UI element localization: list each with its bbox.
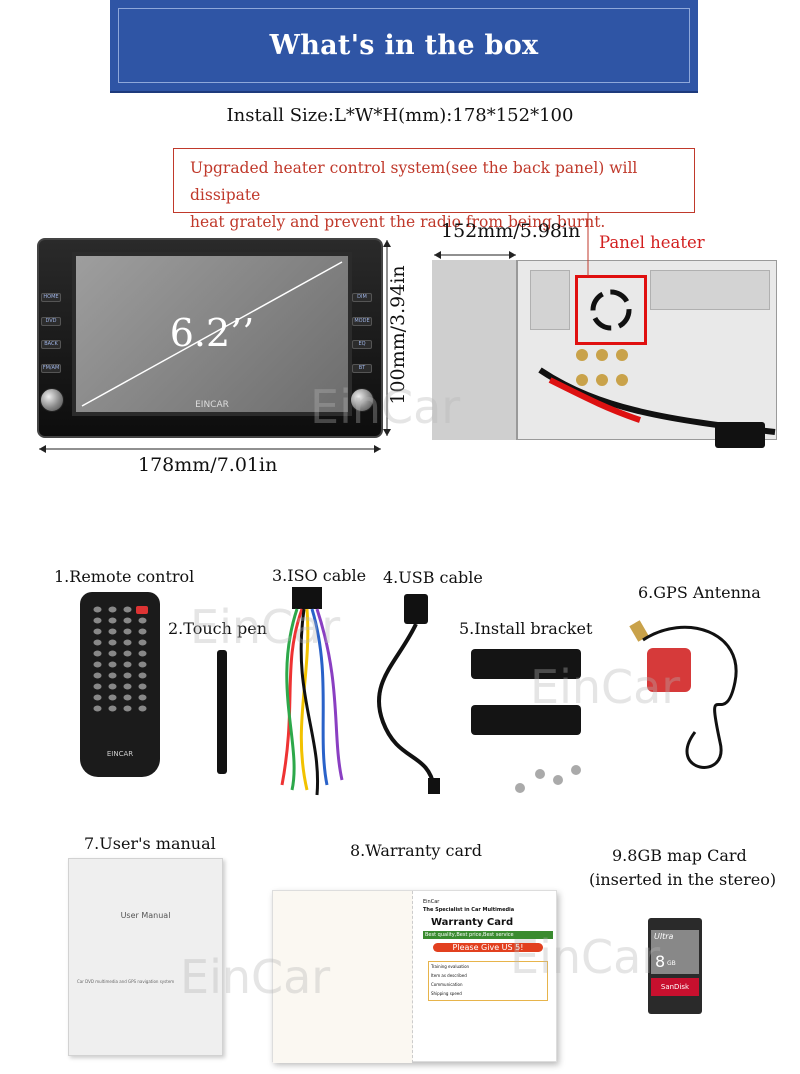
iso-cable (280, 587, 344, 796)
depth-label: 152mm/5.98in (441, 220, 581, 242)
head-unit-screen: 6.2’’ EINCAR (72, 252, 352, 416)
rca-cables (538, 349, 776, 448)
sd-line: Ultra (654, 932, 674, 941)
warranty-row: Shipping speed (431, 991, 462, 996)
width-label: 178mm/7.01in (138, 454, 278, 476)
panel-heater-highlight (575, 275, 647, 345)
heater-notice: Upgraded heater control system(see the b… (173, 148, 695, 231)
fan-icon (590, 289, 632, 331)
sd-unit: GB (667, 960, 676, 967)
width-dimension-line (39, 445, 381, 453)
gps-antenna (629, 620, 738, 769)
heater-pointer-line (587, 212, 589, 276)
caption-manual: 7.User's manual (84, 834, 216, 853)
caption-pen: 2.Touch pen (168, 619, 267, 638)
eq-button[interactable]: EQ (352, 340, 372, 349)
watermark: EinCar (510, 930, 661, 984)
warranty-card-title: Warranty Card (431, 917, 514, 928)
remote-keypad (90, 604, 150, 714)
caption-map-card: 9.8GB map Card (612, 846, 747, 865)
warranty-brand: EinCar (423, 899, 440, 905)
caption-iso: 3.ISO cable (272, 566, 367, 585)
caption-usb: 4.USB cable (383, 568, 483, 587)
caption-remote: 1.Remote control (54, 567, 195, 586)
volume-knob-icon[interactable] (40, 388, 64, 412)
warranty-card: EinCar The Specialist in Car Multimedia … (272, 890, 557, 1063)
notice-line-2: heat grately and prevent the radio from … (190, 213, 606, 231)
warranty-row: Training evaluation (431, 964, 470, 969)
fm-am-button[interactable]: FM/AM (41, 364, 61, 373)
watermark: EinCar (310, 380, 461, 434)
sd-capacity: 8 (655, 952, 666, 971)
touch-pen (217, 650, 227, 774)
warranty-rating-table: Training evaluation Item as described Co… (428, 961, 548, 1001)
user-manual: User Manual Car DVD multimedia and GPS n… (68, 858, 223, 1056)
heatsink-fins-left (530, 270, 570, 330)
page-title: What's in the box (269, 30, 539, 61)
title-banner: What's in the box (110, 0, 698, 93)
manual-title: User Manual (120, 911, 171, 920)
warranty-row: Item as described (431, 973, 467, 978)
mounting-cage (432, 260, 518, 440)
screen-diagonal (81, 261, 343, 407)
bt-button[interactable]: BT (352, 364, 372, 373)
power-icon (136, 606, 148, 614)
dim-button[interactable]: DIM (352, 293, 372, 302)
watermark: EinCar (190, 600, 341, 654)
watermark: EinCar (180, 950, 331, 1004)
watermark: EinCar (530, 660, 681, 714)
screws (515, 765, 581, 793)
install-bracket-top (471, 649, 581, 679)
caption-bracket: 5.Install bracket (459, 619, 593, 638)
sd-map-card: Ultra 8 GB SanDisk (648, 918, 702, 1014)
tune-knob-icon[interactable] (350, 388, 374, 412)
warranty-tagline: The Specialist in Car Multimedia (423, 907, 515, 913)
warranty-row: Communication (431, 982, 463, 987)
depth-dimension-line (434, 251, 516, 259)
caption-map-card-note: (inserted in the stereo) (589, 870, 777, 889)
panel-heater-label: Panel heater (599, 233, 705, 252)
remote-control: EINCAR (80, 592, 160, 777)
manual-subtitle: Car DVD multimedia and GPS navigation sy… (77, 979, 175, 984)
remote-brand: EINCAR (106, 750, 134, 758)
screen-size-label: 6.2’’ (169, 311, 255, 355)
warranty-best-banner: Best quality,Best price,Best service (423, 931, 553, 939)
warranty-left-panel (273, 891, 413, 1063)
sd-brand: SanDisk (651, 978, 699, 996)
notice-line-1: Upgraded heater control system(see the b… (190, 159, 638, 204)
mode-button[interactable]: MODE (352, 317, 372, 326)
home-button[interactable]: HOME (41, 293, 61, 302)
brand-logo-front: EINCAR (195, 400, 229, 410)
warranty-please-badge: Please Give US 5! (433, 943, 543, 952)
sd-label-panel: Ultra 8 GB (651, 930, 699, 974)
height-dimension-line (383, 240, 391, 436)
caption-warranty: 8.Warranty card (350, 841, 482, 860)
dvd-button[interactable]: DVD (41, 317, 61, 326)
install-size: Install Size:L*W*H(mm):178*152*100 (226, 105, 574, 126)
usb-cable (376, 594, 440, 794)
caption-gps: 6.GPS Antenna (638, 583, 761, 602)
heatsink-fins (650, 270, 770, 310)
back-button[interactable]: BACK (41, 340, 61, 349)
install-bracket-bottom (471, 705, 581, 735)
